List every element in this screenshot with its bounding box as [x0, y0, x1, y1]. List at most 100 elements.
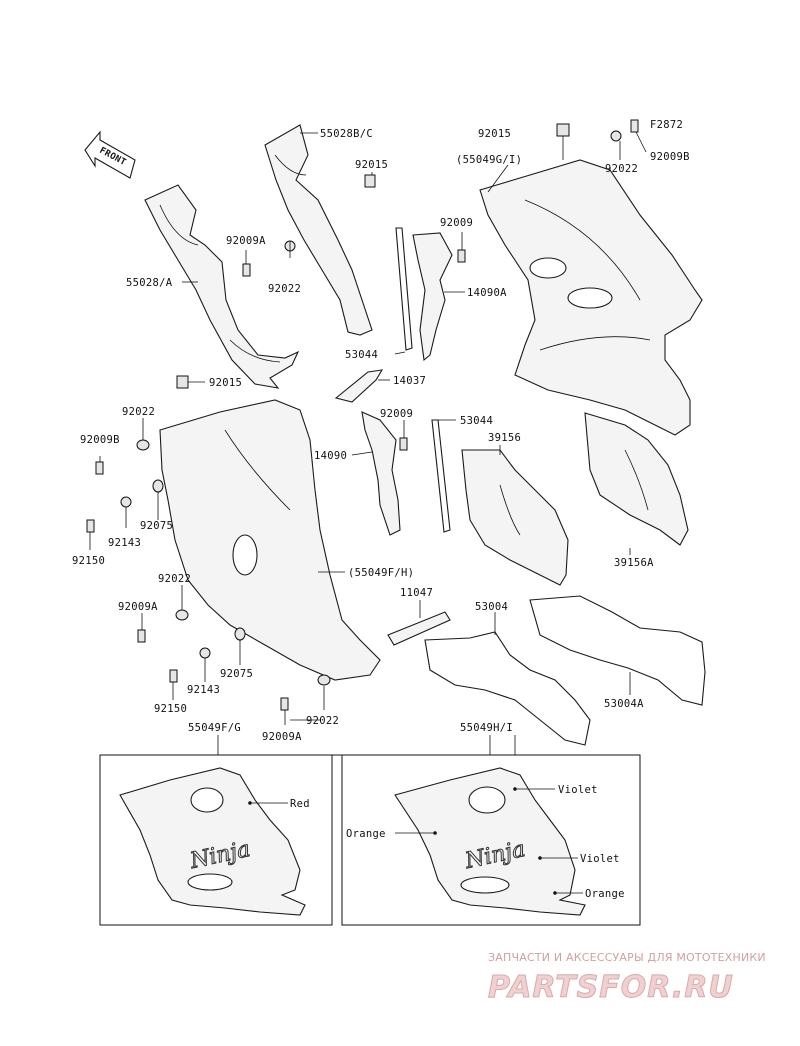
- label-55028BC: 55028B/C: [320, 128, 373, 140]
- watermark-line2: PARTSFOR.RU: [488, 970, 734, 1005]
- cowl-55049GI-vent: [529, 257, 567, 279]
- label-53044-b: 53044: [460, 415, 493, 427]
- watermark-line1: ЗАПЧАСТИ И АКСЕССУАРЫ ДЛЯ МОТОТЕХНИКИ: [488, 951, 766, 964]
- diagram-code: F2872: [650, 119, 683, 131]
- label-92015-a: 92015: [355, 159, 388, 171]
- label-39156A: 39156A: [614, 557, 654, 569]
- bracket-14090: [361, 411, 401, 536]
- variant-right-vent: [468, 786, 506, 814]
- label-92009-b: 92009: [380, 408, 413, 420]
- color-label-orange-left: Orange: [346, 828, 386, 840]
- variant-box-right: [341, 754, 641, 926]
- label-53004A: 53004A: [604, 698, 644, 710]
- label-55049GI: (55049G/I): [456, 154, 522, 166]
- color-label-orange-bottom: Orange: [585, 888, 625, 900]
- label-92015-top: 92015: [478, 128, 511, 140]
- label-55028A: 55028/A: [126, 277, 173, 289]
- bolt-92009-b: [399, 437, 408, 451]
- bracket-14090A: [412, 232, 453, 362]
- label-39156: 39156: [488, 432, 521, 444]
- variant-right-vent-2: [460, 876, 510, 894]
- hardware: [86, 119, 639, 711]
- pad-53004: [424, 631, 591, 746]
- front-arrow: FRONT: [84, 130, 136, 179]
- label-92009A-b: 92009A: [118, 601, 158, 613]
- bolt-92009-a: [457, 249, 466, 263]
- label-92075-a: 92075: [140, 520, 173, 532]
- label-55049FH: (55049F/H): [348, 567, 414, 579]
- label-92009A-a: 92009A: [226, 235, 266, 247]
- label-14090: 14090: [314, 450, 347, 462]
- watermark: ЗАПЧАСТИ И АКСЕССУАРЫ ДЛЯ МОТОТЕХНИКИ PA…: [488, 951, 766, 1006]
- label-92015-b: 92015: [209, 377, 242, 389]
- label-92150-a: 92150: [72, 555, 105, 567]
- bolt-92009B-b: [95, 461, 104, 475]
- nut-92143-a: [120, 496, 132, 508]
- dot-red: [248, 801, 252, 805]
- part-labels: 55028B/C 92015 92009A 92022 55028/A 5304…: [72, 128, 690, 743]
- label-92022-c: 92022: [158, 573, 191, 585]
- bolt-92009A-c: [280, 697, 289, 711]
- washer-92022-b: [136, 439, 150, 451]
- washer-92022-d: [317, 674, 331, 686]
- screw-92150-a: [86, 519, 95, 533]
- variant-cowl-right: [394, 767, 586, 916]
- shield-39156A: [584, 412, 689, 546]
- washer-92022-top: [610, 130, 622, 142]
- grommet-92075-b: [234, 627, 246, 641]
- label-92143-a: 92143: [108, 537, 141, 549]
- cowl-55049GI-vent-2: [567, 287, 613, 309]
- variant-left-vent-2: [187, 873, 233, 891]
- label-92022-top: 92022: [605, 163, 638, 175]
- strip-53044-lower: [431, 419, 451, 533]
- clip-92015-a: [364, 174, 376, 188]
- bolt-92009A-a: [242, 263, 251, 277]
- dot-violet-1: [513, 787, 517, 791]
- label-92143-b: 92143: [187, 684, 220, 696]
- color-label-red: Red: [290, 798, 310, 810]
- bolt-92009B-top: [630, 119, 639, 133]
- cowl-55049FH-vent: [232, 534, 258, 576]
- color-label-violet-1: Violet: [558, 784, 598, 796]
- grommet-92075-a: [152, 479, 164, 493]
- pad-53004A: [529, 595, 706, 706]
- label-53044-a: 53044: [345, 349, 378, 361]
- label-92009-a: 92009: [440, 217, 473, 229]
- duct-14037: [334, 369, 384, 403]
- washer-92022-c: [175, 609, 189, 621]
- color-label-violet-2: Violet: [580, 853, 620, 865]
- label-92009B-top: 92009B: [650, 151, 690, 163]
- label-92009A-c: 92009A: [262, 731, 302, 743]
- variant-left-vent: [190, 787, 224, 813]
- label-55049HI: 55049H/I: [460, 722, 513, 734]
- shield-39156: [461, 449, 569, 586]
- label-92150-b: 92150: [154, 703, 187, 715]
- label-53004: 53004: [475, 601, 508, 613]
- leader-lines: [89, 131, 647, 755]
- label-92075-b: 92075: [220, 668, 253, 680]
- cowl-55049FH: [159, 399, 381, 681]
- label-55049FG: 55049F/G: [188, 722, 241, 734]
- bolt-92009A-b: [137, 629, 146, 643]
- label-11047: 11047: [400, 587, 433, 599]
- dot-orange-bottom: [553, 891, 557, 895]
- variant-box-left: [99, 754, 333, 926]
- cowl-55028BC: [264, 124, 373, 336]
- nut-92143-b: [199, 647, 211, 659]
- label-14090A: 14090A: [467, 287, 507, 299]
- strip-53044-upper: [395, 227, 413, 351]
- bracket-11047: [387, 611, 451, 646]
- label-92022-b: 92022: [122, 406, 155, 418]
- clip-92015-top: [556, 123, 570, 137]
- label-92009B-b: 92009B: [80, 434, 120, 446]
- screw-92150-b: [169, 669, 178, 683]
- variant-cowl-left: [119, 767, 306, 916]
- cowl-55028A: [144, 184, 300, 389]
- dot-orange-left: [433, 831, 437, 835]
- label-14037: 14037: [393, 375, 426, 387]
- dot-violet-2: [538, 856, 542, 860]
- label-92022-d: 92022: [306, 715, 339, 727]
- label-92022-a: 92022: [268, 283, 301, 295]
- clip-92015-b: [176, 375, 189, 389]
